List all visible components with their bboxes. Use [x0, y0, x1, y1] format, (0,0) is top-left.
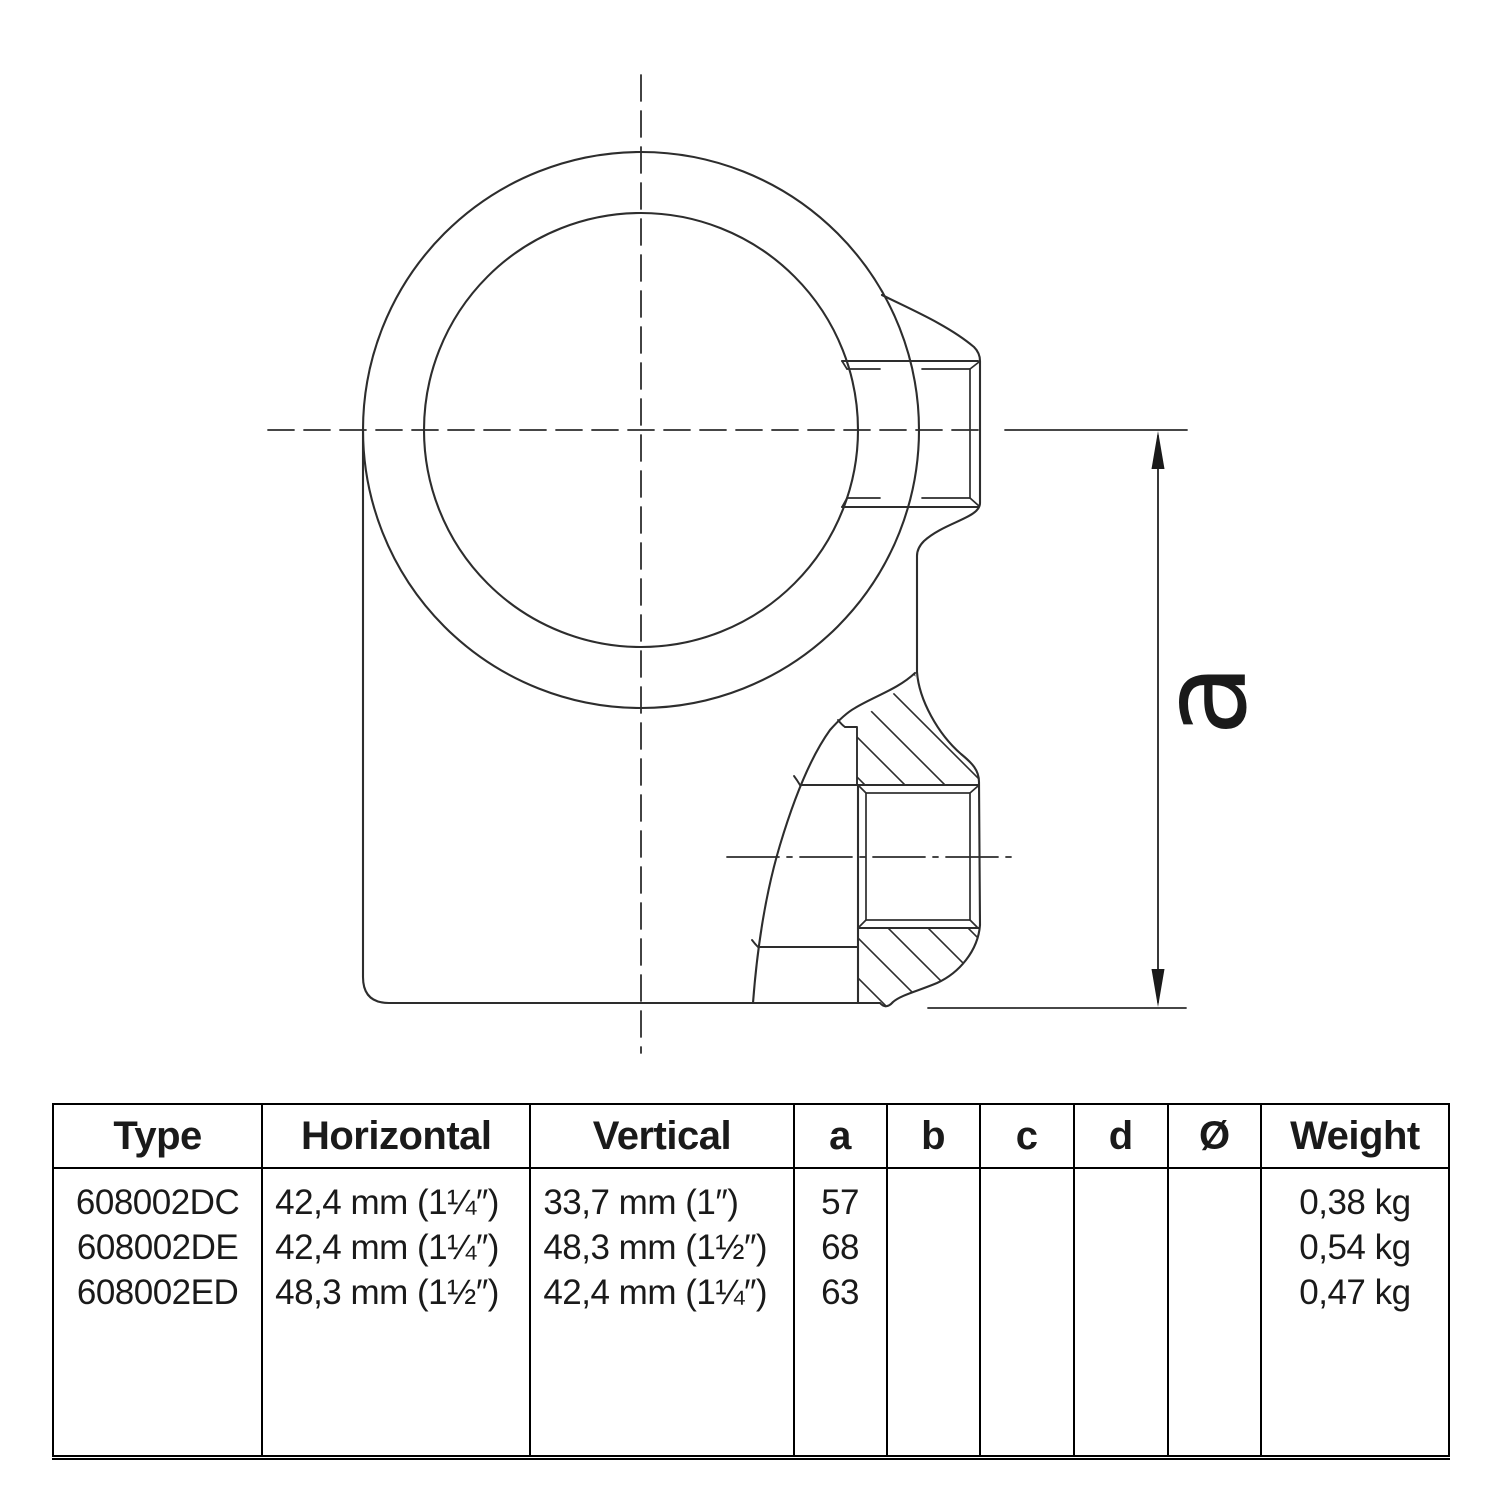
tee-fitting-drawing: a [267, 74, 1273, 1054]
cell-horizontal: 42,4 mm (1¼″) [261, 1225, 531, 1270]
body-outline [361, 293, 982, 1008]
cell-c [978, 1180, 1074, 1225]
column-header-type: Type [53, 1104, 263, 1169]
cell-b [885, 1270, 980, 1315]
column-header-diameter: Ø [1166, 1104, 1261, 1169]
cell-diameter [1166, 1225, 1261, 1270]
column-header-b: b [885, 1104, 980, 1169]
cell-type: 608002DC [75, 1182, 240, 1222]
cell-d [1072, 1270, 1168, 1315]
cell-horizontal: 48,3 mm (1½″) [261, 1270, 531, 1315]
bell-profile-curve [751, 671, 917, 1005]
spacer-row [53, 1168, 1449, 1180]
hatch-upper [857, 673, 979, 785]
table-row: 608002DE 42,4 mm (1¼″) 48,3 mm (1½″) 68 … [53, 1225, 1449, 1270]
cell-vertical: 33,7 mm (1″) [529, 1180, 794, 1225]
cell-d [1072, 1180, 1168, 1225]
cell-a: 68 [792, 1225, 887, 1270]
cell-a: 57 [792, 1180, 887, 1225]
dimension-label: a [1135, 664, 1273, 736]
cell-c [978, 1225, 1074, 1270]
spec-table: Type Horizontal Vertical a b c d Ø Weigh… [52, 1103, 1450, 1460]
column-header-horizontal: Horizontal [261, 1104, 531, 1169]
column-header-vertical: Vertical [529, 1104, 794, 1169]
technical-drawing: a [267, 74, 1273, 1054]
cell-type: 608002ED [76, 1272, 239, 1312]
table-row: 608002ED 48,3 mm (1½″) 42,4 mm (1¼″) 63 … [53, 1270, 1449, 1315]
cell-a: 63 [792, 1270, 887, 1315]
cell-weight: 0,54 kg [1259, 1225, 1449, 1270]
cell-d [1072, 1225, 1168, 1270]
header-row: Type Horizontal Vertical a b c d Ø Weigh… [53, 1104, 1449, 1169]
cell-vertical: 48,3 mm (1½″) [529, 1225, 794, 1270]
cell-type: 608002DE [76, 1227, 239, 1267]
column-header-c: c [978, 1104, 1074, 1169]
filler-row [53, 1315, 1449, 1458]
upper-socket [840, 359, 980, 509]
column-header-a: a [792, 1104, 887, 1169]
cell-weight: 0,38 kg [1259, 1180, 1449, 1225]
hatch-lower [858, 928, 979, 1006]
cell-b [885, 1180, 980, 1225]
cell-weight: 0,47 kg [1259, 1270, 1449, 1315]
arrowhead-down [1151, 969, 1165, 1007]
cell-b [885, 1225, 980, 1270]
cell-vertical: 42,4 mm (1¼″) [529, 1270, 794, 1315]
cell-c [978, 1270, 1074, 1315]
column-header-weight: Weight [1259, 1104, 1449, 1169]
cell-diameter [1166, 1270, 1261, 1315]
table-row: 608002DC 42,4 mm (1¼″) 33,7 mm (1″) 57 0… [53, 1180, 1449, 1225]
dimension-a [927, 429, 1188, 1009]
column-header-d: d [1072, 1104, 1168, 1169]
spec-table-wrap: Type Horizontal Vertical a b c d Ø Weigh… [52, 1103, 1450, 1460]
cell-horizontal: 42,4 mm (1¼″) [261, 1180, 531, 1225]
arrowhead-up [1151, 431, 1165, 469]
cell-diameter [1166, 1180, 1261, 1225]
